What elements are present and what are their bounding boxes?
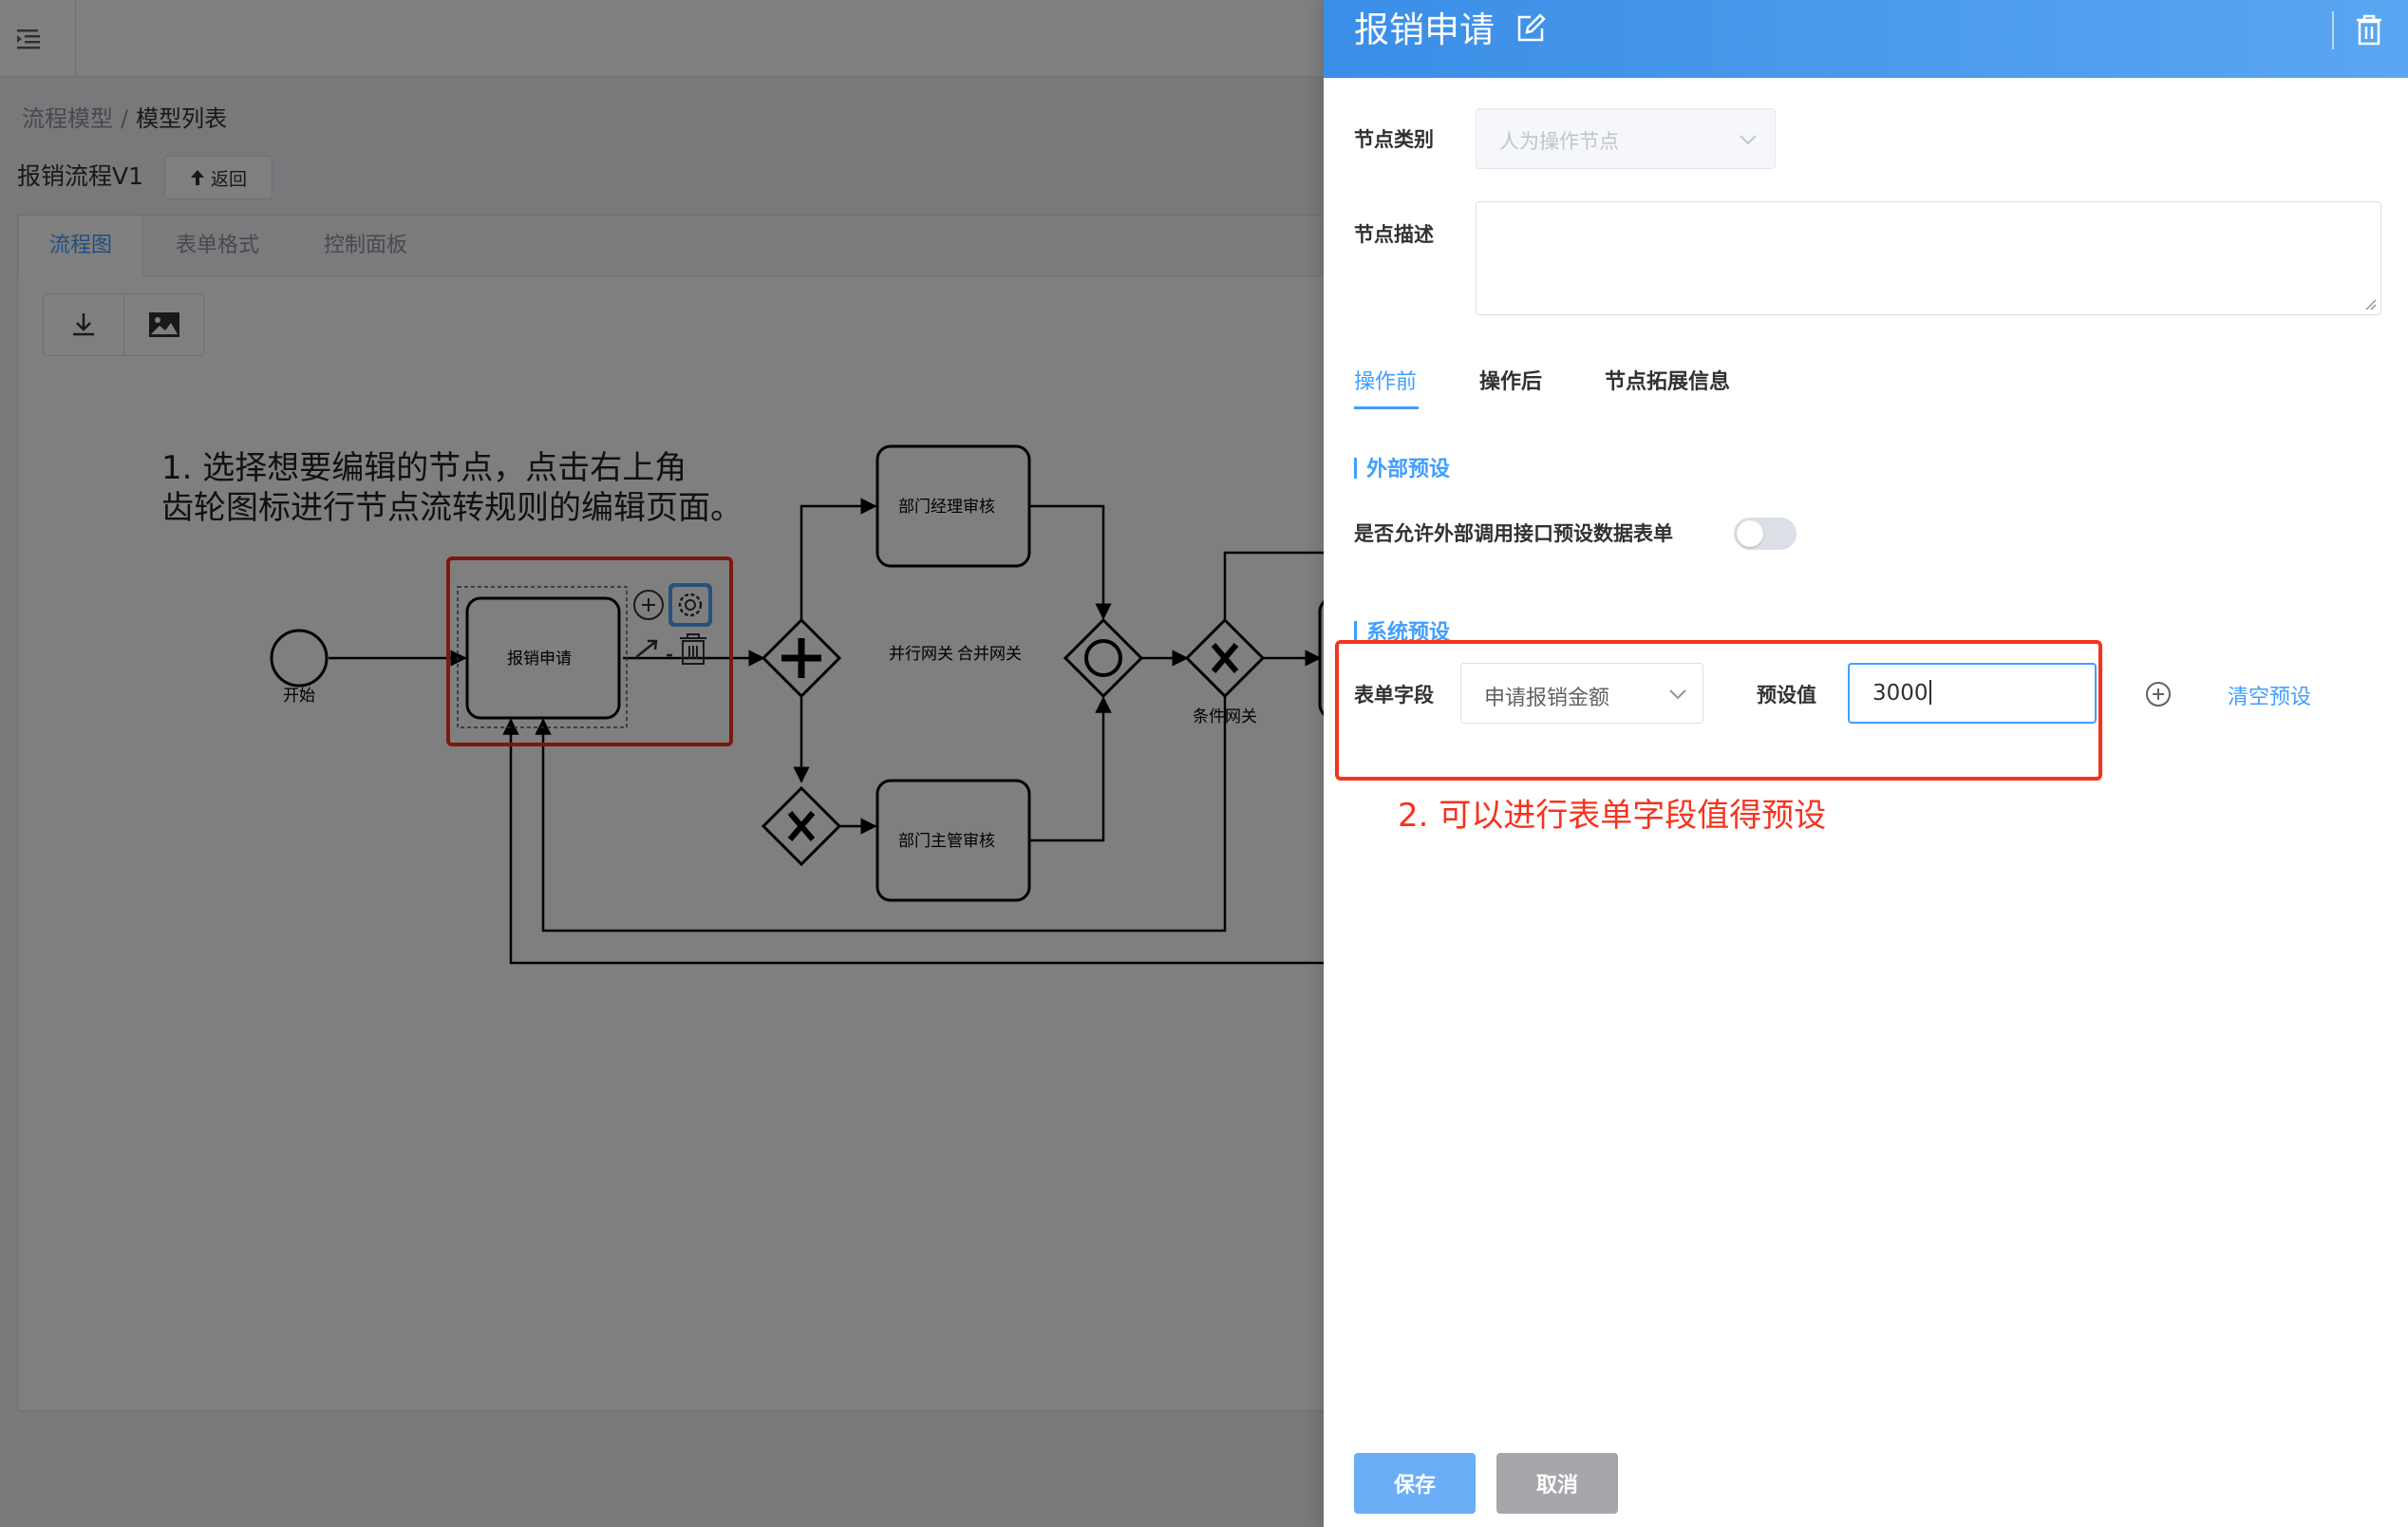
- preset-value-input[interactable]: 3000: [1848, 663, 2097, 724]
- section-external-preset: 外部预设: [1354, 452, 1450, 482]
- node-type-value: 人为操作节点: [1499, 130, 1619, 153]
- drawer-header: 报销申请: [1324, 0, 2408, 78]
- preset-value-label: 预设值: [1757, 684, 1816, 707]
- trash-icon[interactable]: [2355, 13, 2383, 46]
- external-toggle-label: 是否允许外部调用接口预设数据表单: [1354, 522, 1673, 545]
- chevron-down-icon: [1669, 689, 1686, 700]
- form-field-label: 表单字段: [1354, 684, 1434, 707]
- toggle-knob: [1737, 520, 1763, 547]
- preset-value-text: 3000: [1872, 681, 1928, 706]
- chevron-down-icon: [1740, 135, 1757, 145]
- clear-preset-link[interactable]: 清空预设: [2228, 686, 2312, 709]
- node-type-select[interactable]: 人为操作节点: [1476, 108, 1776, 169]
- resize-grip-icon[interactable]: [2363, 297, 2377, 311]
- node-type-label: 节点类别: [1354, 128, 1434, 151]
- form-field-value: 申请报销金额: [1484, 687, 1610, 710]
- tab-after-operation[interactable]: 操作后: [1479, 370, 1543, 394]
- node-settings-drawer: 报销申请 节点类别 人为操作节点 节点描述 操作前 操作后 节点拓展信息 外部预…: [1324, 0, 2408, 1527]
- left-page: 流程模型/模型列表 报销流程V1 返回 流程图 表单格式 控制面板 1. 选择想…: [0, 0, 1346, 1527]
- modal-overlay[interactable]: [0, 0, 1329, 1527]
- form-field-select[interactable]: 申请报销金额: [1460, 663, 1703, 724]
- active-tab-underline: [1354, 406, 1419, 409]
- cancel-button[interactable]: 取消: [1496, 1453, 1618, 1514]
- drawer-title: 报销申请: [1354, 9, 1495, 50]
- save-button[interactable]: 保存: [1354, 1453, 1476, 1514]
- node-desc-label: 节点描述: [1354, 223, 1434, 246]
- tab-node-extension[interactable]: 节点拓展信息: [1605, 370, 1731, 394]
- plus-circle-icon[interactable]: [2144, 680, 2173, 708]
- header-divider: [2332, 11, 2334, 49]
- preset-highlight-box: [1335, 640, 2102, 781]
- external-preset-toggle[interactable]: [1734, 518, 1797, 550]
- edit-icon[interactable]: [1514, 11, 1548, 46]
- section-external-preset-label: 外部预设: [1366, 458, 1451, 481]
- text-caret: [1928, 680, 1931, 705]
- node-desc-textarea[interactable]: [1476, 201, 2381, 315]
- tab-before-operation[interactable]: 操作前: [1354, 370, 1418, 394]
- annotation-2: 2. 可以进行表单字段值得预设: [1398, 797, 1827, 835]
